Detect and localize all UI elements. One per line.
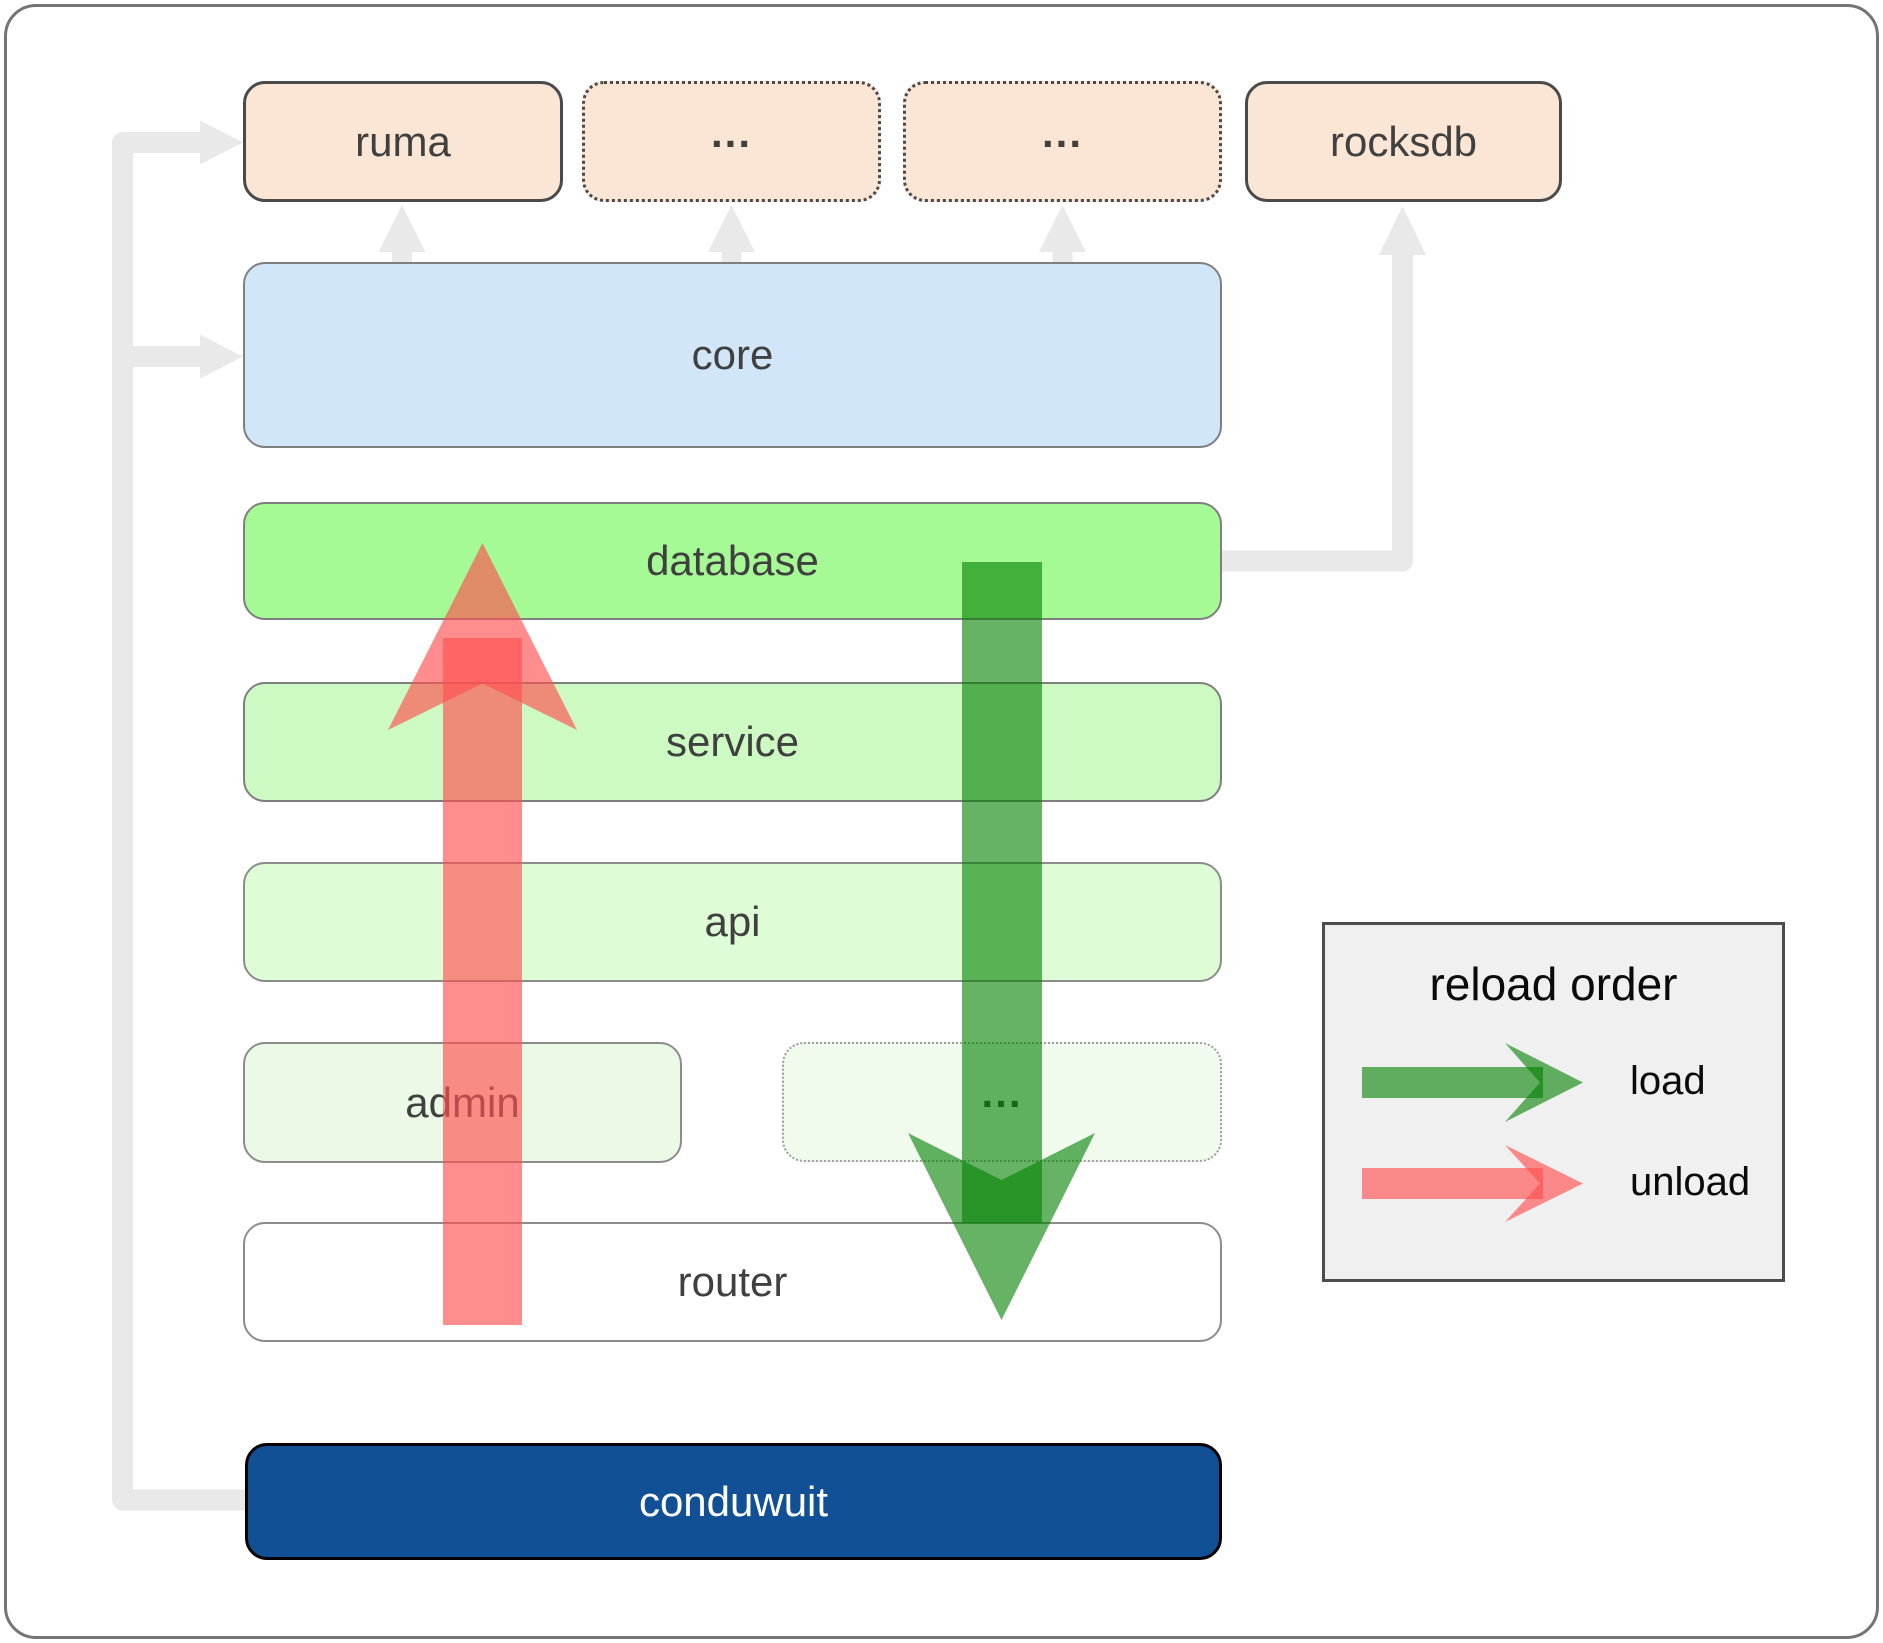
- node-ruma-label: ruma: [355, 117, 451, 165]
- legend-reload-order: reload order load unload: [1322, 922, 1785, 1282]
- node-service-label: service: [665, 718, 800, 765]
- node-api: api: [243, 862, 1222, 982]
- node-core-label: core: [691, 331, 774, 378]
- node-rocksdb: rocksdb: [1245, 81, 1562, 202]
- node-conduwuit-label: conduwuit: [638, 1477, 829, 1525]
- arrowhead-to-ruma-left: [200, 120, 243, 165]
- node-api-label: api: [704, 898, 761, 945]
- node-database-label: database: [646, 537, 819, 584]
- node-ellipsis-top-1: ...: [582, 81, 881, 202]
- node-service: service: [243, 682, 1222, 802]
- arrowhead-core-to-ellipsis-2: [1039, 205, 1086, 252]
- arrowhead-to-rocksdb: [1379, 206, 1426, 255]
- connector-conduwuit-trunk: [112, 132, 245, 1511]
- legend-title: reload order: [1429, 958, 1678, 1010]
- node-core: core: [243, 262, 1222, 448]
- node-database: database: [243, 502, 1222, 620]
- node-conduwuit: conduwuit: [245, 1443, 1222, 1560]
- node-ellipsis-mid-label: ...: [981, 1068, 1023, 1116]
- arrowhead-core-to-ellipsis-1: [708, 205, 755, 252]
- canvas-border: [4, 4, 1879, 1639]
- node-ruma: ruma: [243, 81, 563, 202]
- node-ellipsis-mid: ...: [782, 1042, 1222, 1162]
- connector-database-rocksdb: [1222, 255, 1413, 572]
- legend-label-unload: unload: [1630, 1160, 1751, 1204]
- node-ellipsis-top-2: ...: [903, 81, 1222, 202]
- node-rocksdb-label: rocksdb: [1329, 117, 1478, 165]
- node-router: router: [243, 1222, 1222, 1342]
- node-admin-label: admin: [405, 1078, 520, 1126]
- arrowhead-core-to-ruma: [378, 205, 426, 252]
- arrowhead-to-core-left: [200, 334, 243, 379]
- node-ellipsis-top-2-label: ...: [1041, 108, 1083, 156]
- node-admin: admin: [243, 1042, 682, 1163]
- node-ellipsis-top-1-label: ...: [710, 108, 752, 156]
- node-router-label: router: [677, 1258, 788, 1305]
- legend-label-load: load: [1630, 1059, 1706, 1103]
